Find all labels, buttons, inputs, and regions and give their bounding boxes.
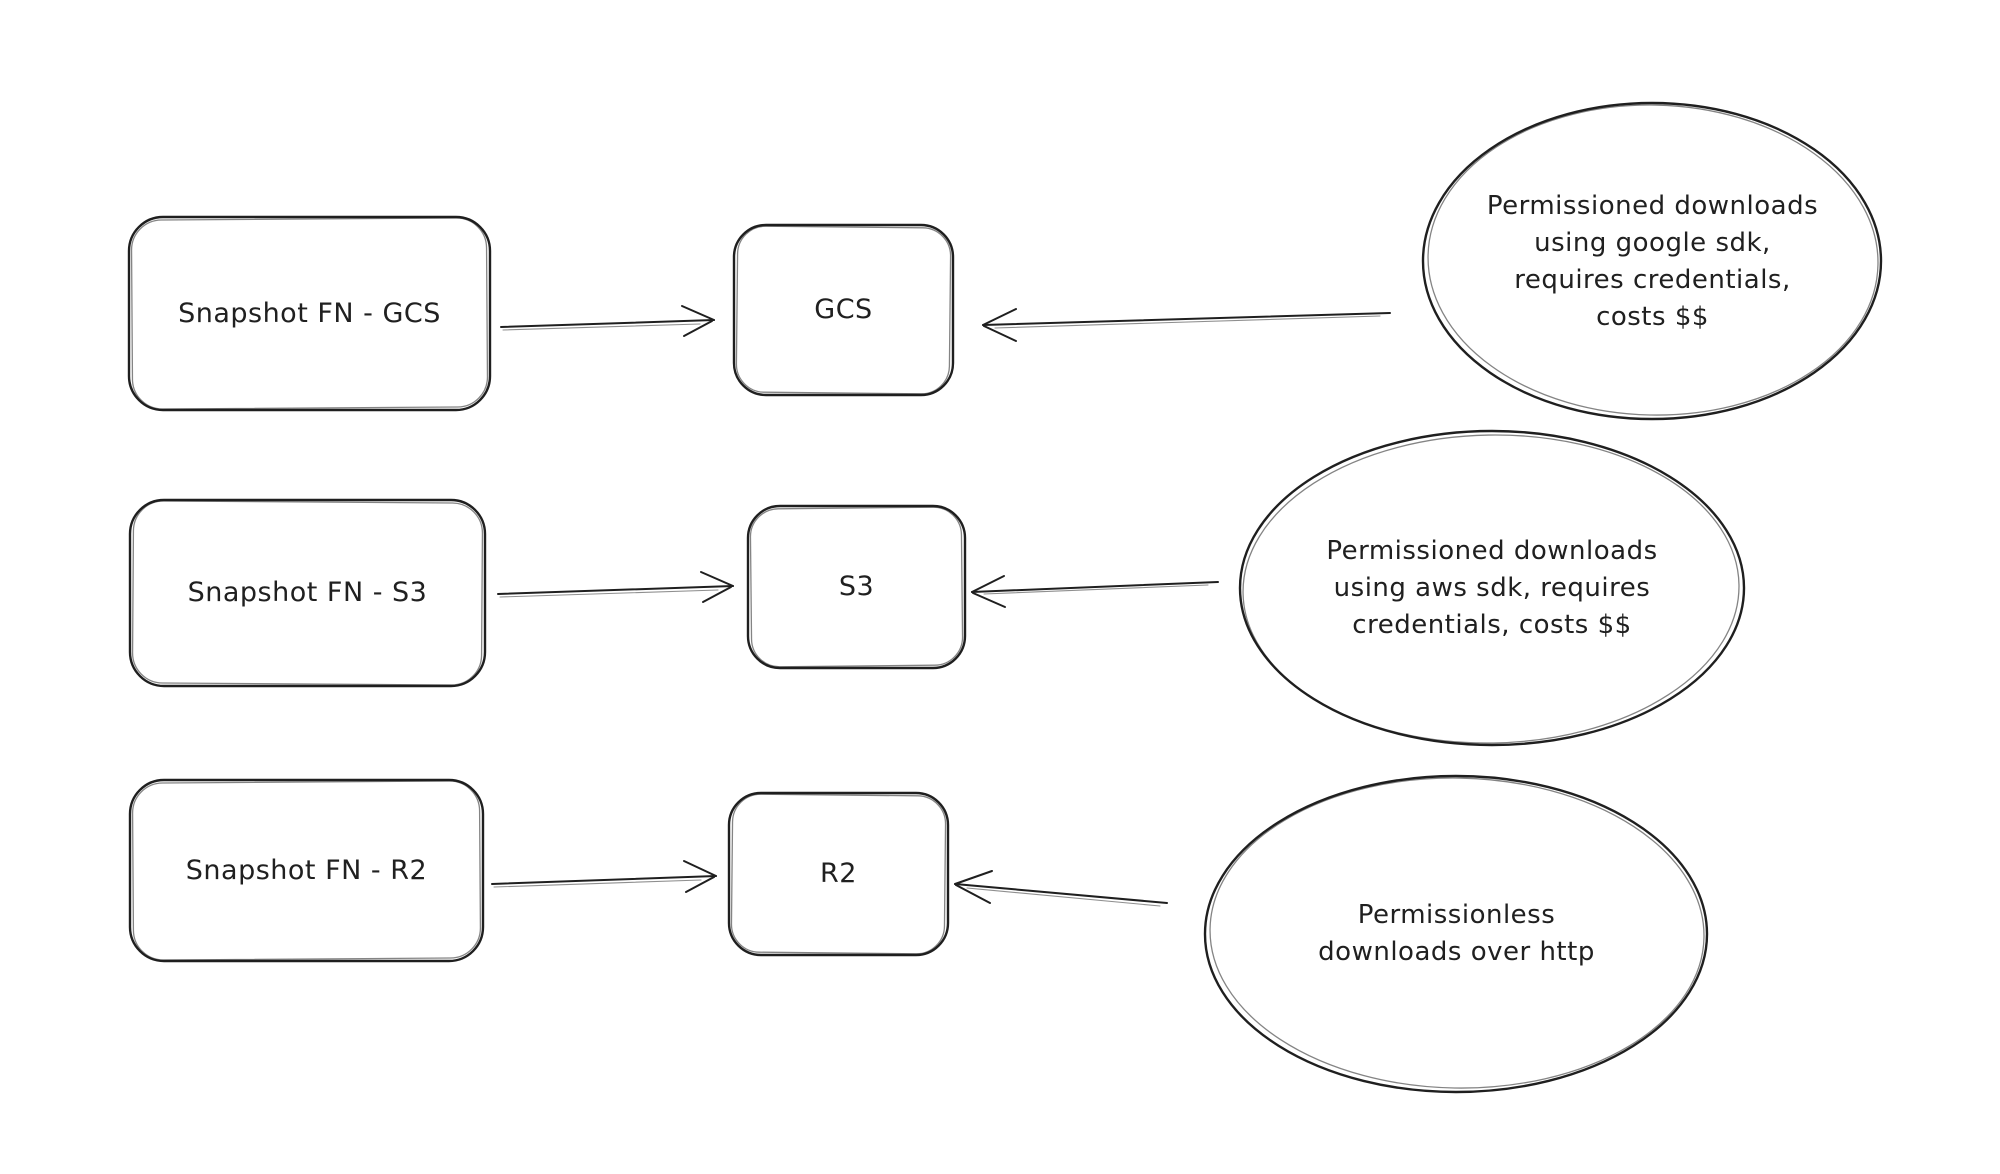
note-text: Permissioned downloads using google sdk,… (1486, 190, 1819, 332)
node-label: Snapshot FN - GCS (178, 297, 441, 329)
arrow-snapshot-s3-to-s3[interactable] (497, 571, 734, 603)
node-label: R2 (820, 858, 857, 889)
note-text: Permissionless downloads over http (1318, 900, 1595, 967)
note-text: Permissioned downloads using aws sdk, re… (1326, 535, 1658, 640)
node-label: S3 (838, 571, 875, 602)
node-label: Snapshot FN - R2 (185, 854, 428, 886)
arrow-snapshot-gcs-to-gcs[interactable] (500, 305, 715, 337)
arrow-note-google-to-gcs[interactable] (982, 308, 1391, 342)
arrow-snapshot-r2-to-r2[interactable] (491, 860, 717, 893)
note-permissioned-aws[interactable]: Permissioned downloads using aws sdk, re… (1236, 428, 1748, 748)
arrow-note-http-to-r2[interactable] (954, 870, 1168, 907)
node-label: Snapshot FN - S3 (187, 577, 428, 608)
node-label: GCS (814, 294, 873, 325)
arrow-note-aws-to-s3[interactable] (971, 575, 1219, 608)
note-permissioned-google[interactable]: Permissioned downloads using google sdk,… (1420, 100, 1885, 423)
